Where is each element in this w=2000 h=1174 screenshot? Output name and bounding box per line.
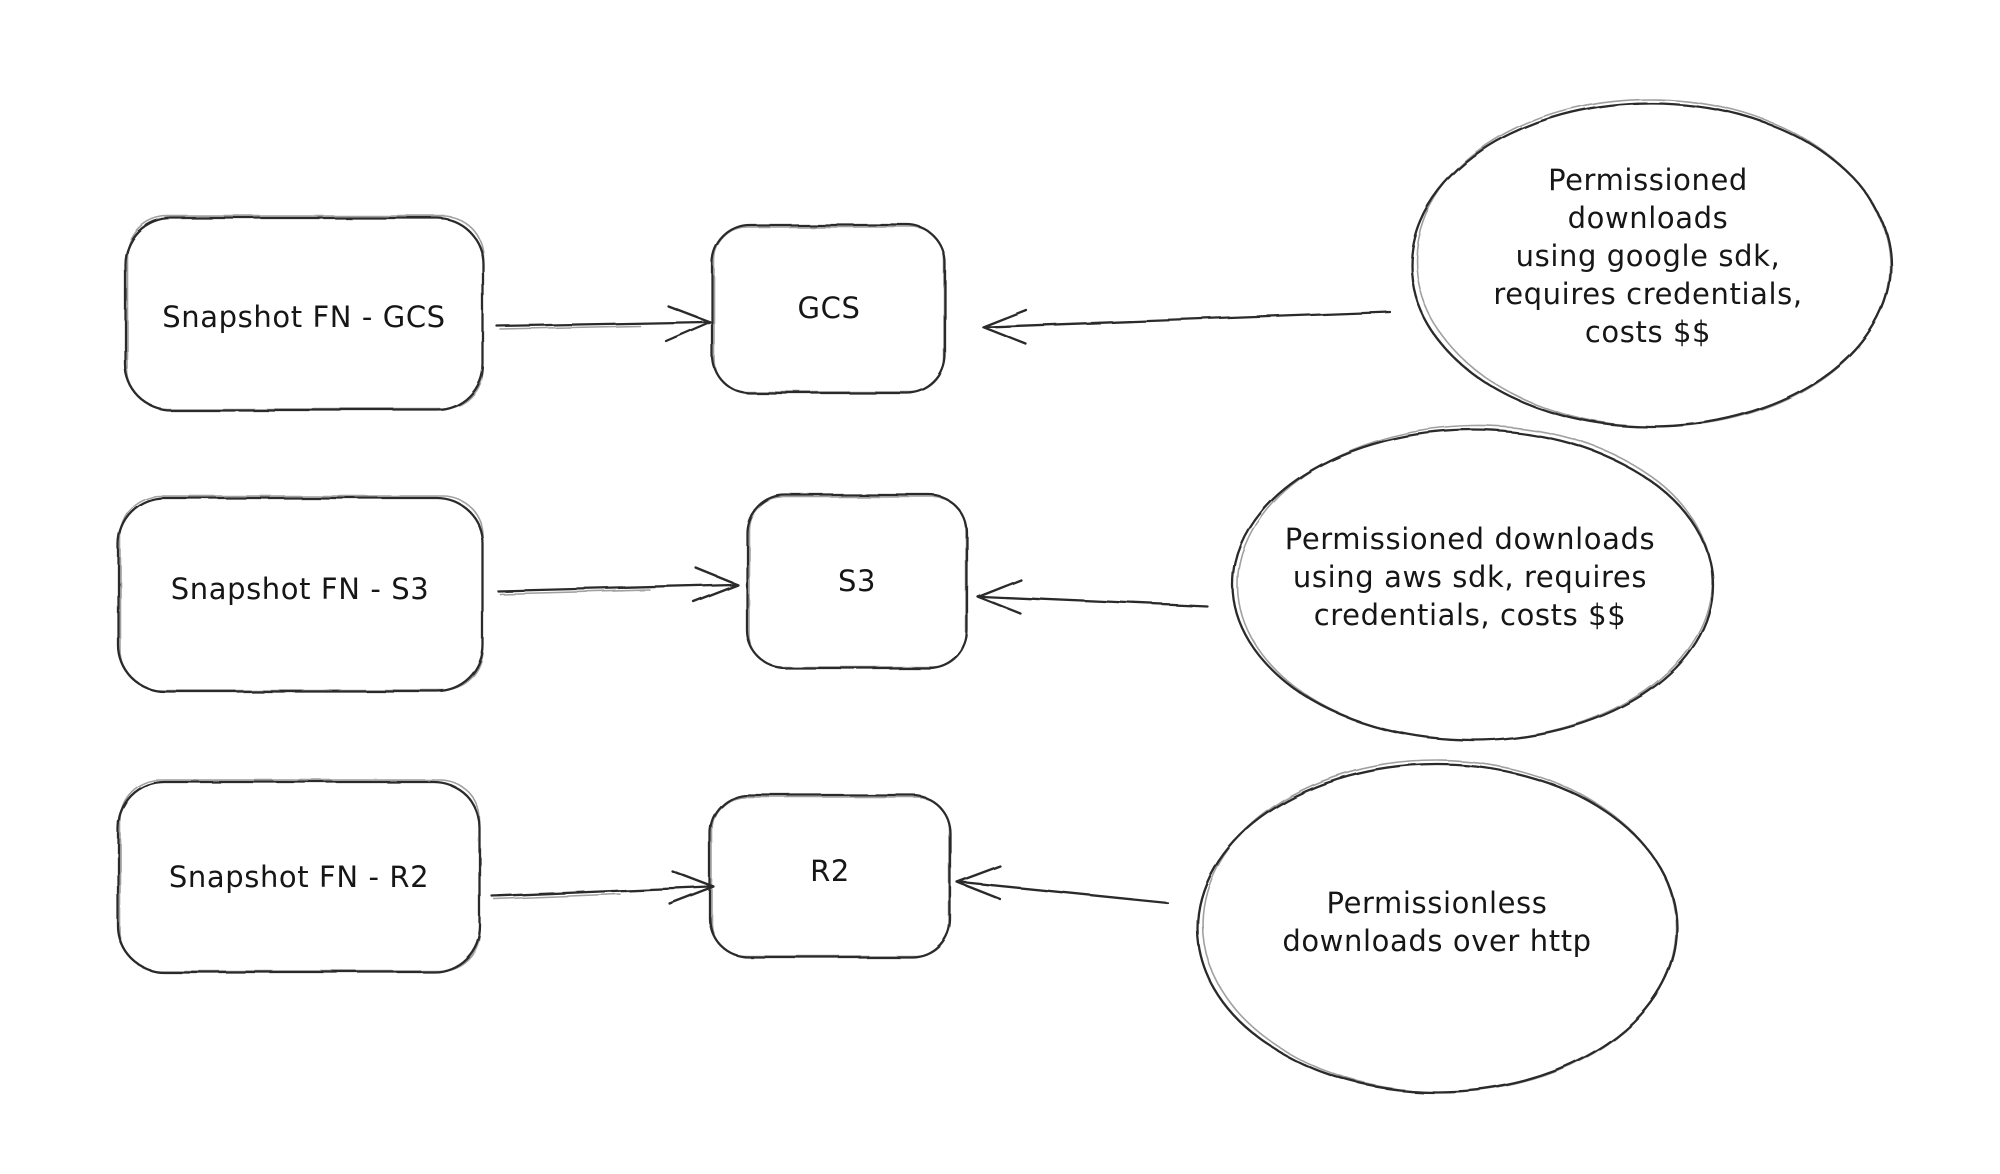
node-snapshot-fn-gcs-shape xyxy=(123,215,485,412)
edge-note-s3-to-s3 xyxy=(975,577,1209,615)
node-note-gcs-shape xyxy=(1409,98,1893,429)
node-s3-label: S3 xyxy=(837,564,877,598)
edge-note-gcs-to-gcs xyxy=(981,308,1392,346)
node-snapshot-fn-s3-label: Snapshot FN - S3 xyxy=(170,572,430,606)
node-note-gcs-label: Permissioned downloads using google sdk,… xyxy=(1493,163,1803,349)
node-note-r2-label: Permissionless downloads over http xyxy=(1282,886,1592,958)
node-gcs-label: GCS xyxy=(797,291,861,325)
node-note-s3-label: Permissioned downloads using aws sdk, re… xyxy=(1284,522,1656,632)
node-snapshot-fn-gcs-label: Snapshot FN - GCS xyxy=(162,300,446,334)
node-r2-label: R2 xyxy=(810,854,850,888)
node-note-r2-shape xyxy=(1195,759,1679,1094)
edge-note-r2-to-r2 xyxy=(955,864,1170,905)
edge-snapshot-fn-gcs-to-gcs xyxy=(495,304,712,343)
edge-snapshot-fn-r2-to-r2 xyxy=(490,869,716,906)
node-snapshot-fn-r2-shape xyxy=(116,779,482,974)
node-gcs-shape xyxy=(710,223,947,395)
edge-snapshot-fn-s3-to-s3 xyxy=(496,566,740,604)
node-snapshot-fn-r2-label: Snapshot FN - R2 xyxy=(168,860,430,894)
node-snapshot-fn-s3-shape xyxy=(116,495,485,693)
node-note-s3-shape xyxy=(1231,425,1715,742)
node-r2-shape xyxy=(708,793,952,959)
node-s3-shape xyxy=(745,493,969,670)
